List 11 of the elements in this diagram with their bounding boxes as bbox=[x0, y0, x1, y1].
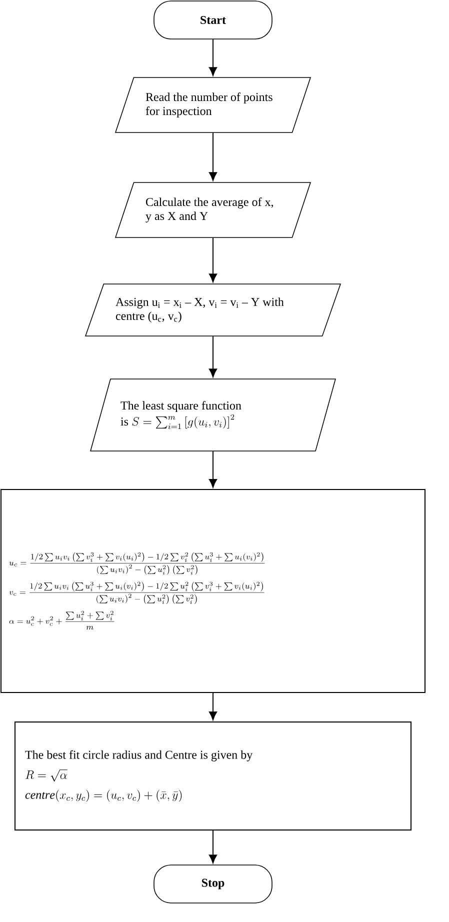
terminal-box: Start bbox=[154, 0, 272, 40]
arrow bbox=[208, 830, 218, 864]
process-box: $u_c=\frac{1/2\sum u_iv_i\left(\sum v_i^3+\sum v_i(u_i)^2\right)-1/2\sum v_i^2\left(\sum u_i^3+\sum u_i(v_i)^2\right)}{\left(\sum u_iv_i\right)^2-\left(\sum u_i^2\right)\left(\sum v_i^2\right)}$ $v_c=\frac{1/2\sum u_iv_i\left(\sum u_i^3+\sum u_i(v_i)^2\right)-1/2\sum u_i^2\left(\sum v_i^3+\sum v_i(u_i)^2\right)}{\left(\sum u_iv_i\right)^2-\left(\sum u_i^2\right)\left(\sum v_i^2\right)}$ $\alpha=u_c^2+v_c^2+\frac{\sum u_i^2+\sum v_i^2}{m}$ bbox=[0, 489, 426, 693]
terminal-box: Stop bbox=[154, 864, 272, 904]
process-box: The best fit circle radius and Centre is given by $R=\sqrt{\alpha}$ $\mathit{centre}(x_c,y_c)=(u_c,v_c)+(\bar{x},\bar{y})$ bbox=[14, 722, 412, 830]
arrow bbox=[208, 237, 218, 282]
arrow bbox=[208, 38, 218, 76]
arrow bbox=[208, 692, 218, 720]
arrow bbox=[208, 450, 218, 488]
arrow bbox=[208, 132, 218, 181]
arrow bbox=[208, 336, 218, 378]
